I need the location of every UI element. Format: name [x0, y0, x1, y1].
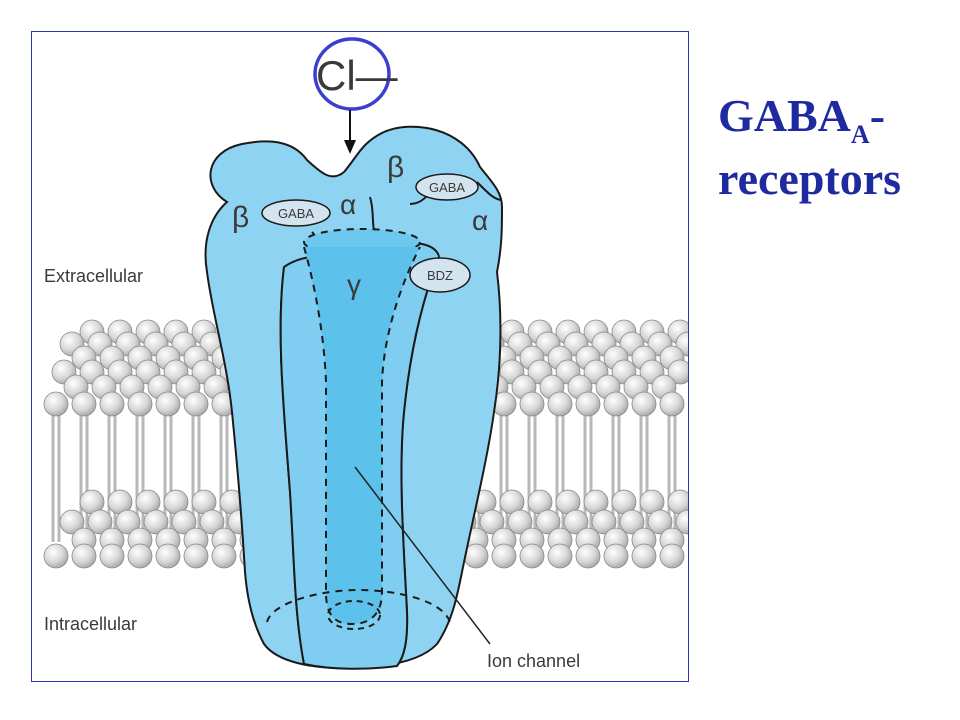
beta-left-label: β — [232, 201, 249, 234]
lipid-head — [43, 543, 69, 569]
lipid-head — [603, 543, 629, 569]
lipid-head — [547, 391, 573, 417]
lipid-head — [647, 509, 673, 535]
lipid-head — [631, 543, 657, 569]
lipid-head — [659, 391, 685, 417]
ion-label: Cl— — [316, 52, 398, 99]
lipid-head — [575, 543, 601, 569]
lipid-head — [71, 543, 97, 569]
title-suffix: - — [869, 90, 886, 141]
subunit-divider — [476, 181, 503, 201]
ion-channel-label: Ion channel — [487, 651, 580, 671]
lipid-head — [99, 543, 125, 569]
gaba-site-left — [261, 199, 331, 227]
lipid-head — [43, 391, 69, 417]
page-title: GABAA- receptors — [718, 88, 953, 207]
lipid-head — [619, 509, 645, 535]
lipid-head — [563, 509, 589, 535]
lipid-head — [99, 391, 125, 417]
title-subscript: A — [850, 120, 870, 149]
lipid-head — [155, 543, 181, 569]
ion-channel-pointer — [354, 466, 491, 645]
lipid-head — [507, 509, 533, 535]
receptor-diagram: GABA GABA BDZ β α β α γ Cl— Extracellula… — [43, 37, 688, 671]
gamma-label: γ — [347, 269, 361, 300]
lipid-head — [59, 509, 85, 535]
lipid-head — [667, 359, 688, 385]
lipid-head — [519, 391, 545, 417]
beta-right-label: β — [387, 151, 404, 184]
lipid-head — [479, 509, 505, 535]
lipid-head — [183, 391, 209, 417]
lipid-head — [603, 391, 629, 417]
gaba-site-right — [415, 173, 479, 201]
lipid-head — [71, 391, 97, 417]
lipid-head — [659, 543, 685, 569]
intracellular-label: Intracellular — [44, 614, 137, 634]
lipid-head — [171, 509, 197, 535]
title-line2: receptors — [718, 153, 902, 204]
ion-circle — [313, 37, 391, 111]
alpha-right-label: α — [472, 205, 488, 236]
lipid-head — [535, 509, 561, 535]
chloride-ion: Cl— — [313, 37, 398, 154]
lipid-head — [591, 509, 617, 535]
lipid-head — [155, 391, 181, 417]
gaba-site-right-label: GABA — [429, 180, 465, 195]
figure-frame: GABA GABA BDZ β α β α γ Cl— Extracellula… — [31, 31, 689, 682]
lipid-head — [127, 391, 153, 417]
lipid-head — [575, 391, 601, 417]
lipid-head — [491, 543, 517, 569]
subunit-divider — [369, 196, 375, 231]
receptor-complex: GABA GABA BDZ β α β α γ — [204, 125, 504, 670]
extracellular-label: Extracellular — [44, 266, 143, 286]
bdz-site — [409, 257, 471, 293]
channel-bottom — [327, 600, 381, 630]
lipid-head — [183, 543, 209, 569]
lipid-head — [675, 509, 688, 535]
lipid-head — [115, 509, 141, 535]
lipid-head — [143, 509, 169, 535]
lipid-head — [519, 543, 545, 569]
ion-channel-pore — [303, 246, 421, 626]
lipid-head — [199, 509, 225, 535]
lipid-head — [211, 543, 237, 569]
lipid-head — [87, 509, 113, 535]
title-main: GABA — [718, 90, 851, 141]
lipid-head — [631, 391, 657, 417]
alpha-top-label: α — [340, 189, 356, 220]
ion-arrow-head — [344, 140, 356, 154]
gaba-site-left-label: GABA — [278, 206, 314, 221]
bdz-site-label: BDZ — [427, 268, 453, 283]
lipid-head — [547, 543, 573, 569]
lipid-head — [127, 543, 153, 569]
